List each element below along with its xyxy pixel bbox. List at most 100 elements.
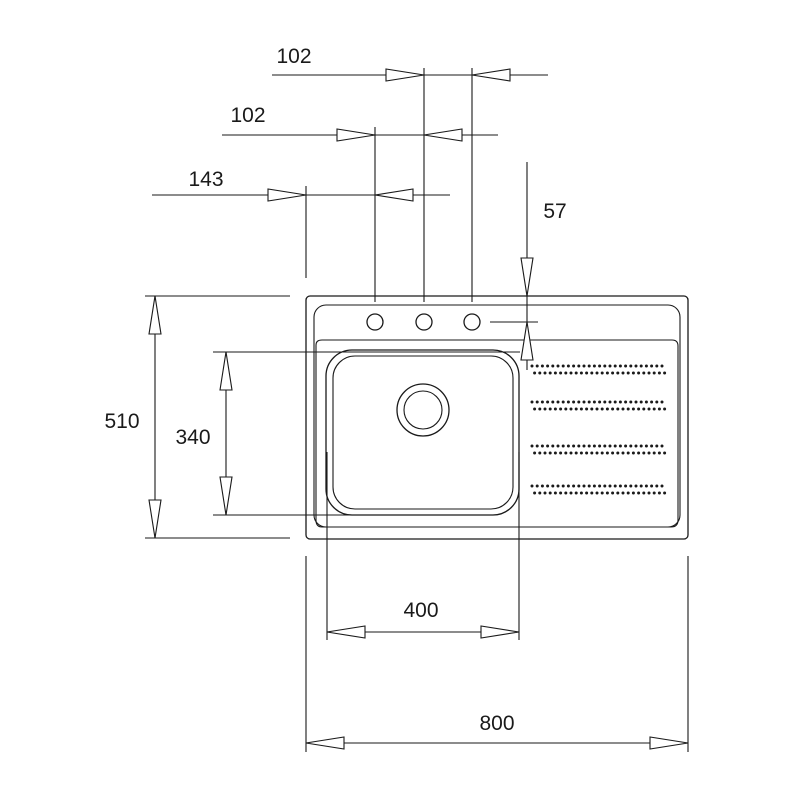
drainer-dot xyxy=(621,451,625,455)
drainer-dot xyxy=(626,451,630,455)
drainer-dot xyxy=(605,491,609,495)
dim-510-arrow-top xyxy=(148,295,162,335)
drainer-dot xyxy=(629,400,633,404)
drainer-dot xyxy=(639,364,643,368)
drainer-dot xyxy=(592,444,596,448)
dim-800-arrow-left xyxy=(305,736,345,750)
drainer-dot xyxy=(546,444,550,448)
drainer-dot xyxy=(582,400,586,404)
drainer-dot xyxy=(624,444,628,448)
drainer-dot xyxy=(595,491,599,495)
dim-143-label: 143 xyxy=(188,168,223,191)
drainer-dot xyxy=(538,407,542,411)
drainer-dot xyxy=(618,484,622,488)
drainer-dot xyxy=(611,491,615,495)
drainer-dot xyxy=(585,407,589,411)
drainer-dot xyxy=(608,364,612,368)
drainer-dot xyxy=(660,444,664,448)
drainer-dot xyxy=(574,407,578,411)
drainer-dot xyxy=(546,484,550,488)
sink-bowl xyxy=(325,349,520,516)
drainer-dot xyxy=(592,484,596,488)
drainer-dot xyxy=(535,400,539,404)
drainer-dot xyxy=(655,444,659,448)
drainer-dot xyxy=(556,400,560,404)
drainer-dot xyxy=(624,400,628,404)
drainer-dot xyxy=(642,491,646,495)
drainer-dot xyxy=(582,484,586,488)
drainer-dot xyxy=(629,484,633,488)
drainer-dot xyxy=(564,451,568,455)
drainer-dot xyxy=(613,400,617,404)
drainer-dot xyxy=(631,491,635,495)
drainer-dot xyxy=(613,444,617,448)
drainer-dot xyxy=(553,491,557,495)
sink-outer-edge xyxy=(305,295,689,540)
drainer-dot xyxy=(631,407,635,411)
drainer-dot xyxy=(559,491,563,495)
drainer-dot xyxy=(598,484,602,488)
drainer-dot xyxy=(585,451,589,455)
drainer-dot xyxy=(608,400,612,404)
drainer-dot xyxy=(553,451,557,455)
drainer-dot xyxy=(626,407,630,411)
tap-hole-right xyxy=(463,313,481,331)
drainer-dot xyxy=(611,451,615,455)
drainer-dot xyxy=(644,484,648,488)
drainer-dot xyxy=(540,364,544,368)
drainer-dot xyxy=(533,371,537,375)
drainer-dot xyxy=(600,407,604,411)
drainer-dot xyxy=(579,371,583,375)
drainer-dot xyxy=(543,491,547,495)
drainer-dot xyxy=(590,371,594,375)
drainer-dot xyxy=(657,407,661,411)
drainer-dot xyxy=(587,484,591,488)
drainer-dot xyxy=(618,444,622,448)
dim-510-arrow-bottom xyxy=(148,499,162,539)
dim-340: 340 xyxy=(175,351,233,516)
drainer-dot xyxy=(598,364,602,368)
drainer-dot xyxy=(590,407,594,411)
drainer-dot xyxy=(642,407,646,411)
drainer-dot xyxy=(639,444,643,448)
drainer-dot xyxy=(655,400,659,404)
sink-body xyxy=(305,295,689,540)
drainer-dot xyxy=(590,451,594,455)
drainer-dot xyxy=(600,491,604,495)
drainer-dot xyxy=(533,407,537,411)
drainer-dot xyxy=(548,407,552,411)
drainer-dot xyxy=(634,400,638,404)
drainer-dot xyxy=(540,444,544,448)
drainer-dot xyxy=(655,484,659,488)
tap-hole-left xyxy=(366,313,384,331)
drainer-dot xyxy=(530,444,534,448)
drainer-dot xyxy=(600,371,604,375)
drainer-dot xyxy=(618,400,622,404)
drainer-dot xyxy=(540,484,544,488)
drainer-dot xyxy=(572,444,576,448)
drainer-dot xyxy=(637,451,641,455)
drainer-dot xyxy=(652,407,656,411)
drainer-dot xyxy=(551,400,555,404)
drainer-dot xyxy=(598,400,602,404)
dim-102-middle: 102 xyxy=(222,104,498,142)
drainer-dot xyxy=(611,407,615,411)
drainer-dot xyxy=(634,484,638,488)
dim-102-middle-label: 102 xyxy=(230,104,265,127)
drainer-dot xyxy=(605,451,609,455)
drainer-dot xyxy=(566,444,570,448)
drainer-dot xyxy=(530,364,534,368)
dim-102-middle-arrow-left xyxy=(336,128,376,142)
drainer-dot xyxy=(551,444,555,448)
drainer-dot xyxy=(644,400,648,404)
drainer-dot xyxy=(616,491,620,495)
drainer-dot xyxy=(642,371,646,375)
drainer-dot xyxy=(663,407,667,411)
drain-inner xyxy=(403,390,443,430)
drainer-dot xyxy=(579,491,583,495)
drainer-dot xyxy=(652,371,656,375)
bowl-outer xyxy=(325,349,520,516)
drainer-dot xyxy=(572,400,576,404)
drainer-dot xyxy=(587,364,591,368)
